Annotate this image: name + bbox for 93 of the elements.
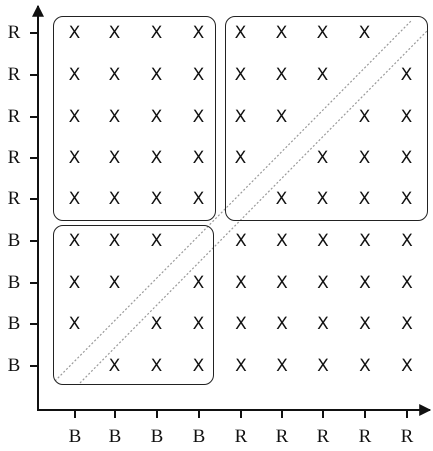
cross-mark: X: [276, 357, 288, 375]
cross-mark: X: [401, 357, 413, 375]
cross-mark: X: [234, 148, 246, 166]
cross-mark: X: [276, 108, 288, 126]
cross-mark: X: [192, 356, 204, 374]
cross-mark: X: [68, 24, 80, 42]
cross-mark: X: [68, 314, 80, 332]
cross-mark: X: [316, 148, 328, 166]
cross-mark: X: [234, 66, 246, 84]
cross-mark: X: [400, 148, 412, 166]
cross-mark: X: [359, 315, 371, 333]
cross-mark: X: [401, 315, 413, 333]
cross-mark: X: [192, 108, 204, 126]
axis-label: R: [8, 189, 20, 209]
cross-mark: X: [150, 66, 162, 84]
rounded-frame: [53, 225, 214, 385]
cross-mark: X: [317, 315, 329, 333]
cross-mark: X: [150, 108, 162, 126]
cross-mark: X: [234, 108, 246, 126]
cross-mark: X: [108, 148, 120, 166]
cross-mark: X: [150, 232, 162, 250]
rounded-frame: [225, 16, 428, 221]
cross-mark: X: [400, 190, 412, 208]
axis-label: B: [8, 231, 20, 251]
cross-mark: X: [400, 66, 412, 84]
cross-mark: X: [150, 314, 162, 332]
axis-label: R: [8, 148, 20, 168]
axis-label: B: [192, 427, 206, 447]
cross-mark: X: [108, 190, 120, 208]
cross-mark: X: [317, 274, 329, 292]
cross-mark: X: [316, 24, 328, 42]
cross-mark: X: [150, 24, 162, 42]
cross-mark: X: [401, 232, 413, 250]
axis-label: B: [108, 427, 122, 447]
cross-mark: X: [359, 232, 371, 250]
axis-label: R: [234, 427, 248, 447]
cross-mark: X: [400, 108, 412, 126]
cross-mark: X: [192, 314, 204, 332]
axis-label: B: [68, 427, 82, 447]
cross-mark: X: [150, 148, 162, 166]
axis-label: R: [358, 427, 372, 447]
cross-mark: X: [235, 232, 247, 250]
axis-label: R: [316, 427, 330, 447]
cross-mark: X: [192, 24, 204, 42]
cross-mark: X: [68, 274, 80, 292]
cross-mark: X: [108, 66, 120, 84]
cross-mark: X: [150, 356, 162, 374]
cross-mark: X: [192, 66, 204, 84]
cross-mark: X: [68, 66, 80, 84]
axis-label: B: [8, 273, 20, 293]
cross-mark: X: [276, 232, 288, 250]
cross-mark: X: [276, 66, 288, 84]
cross-mark: X: [68, 190, 80, 208]
cross-mark: X: [68, 232, 80, 250]
cross-mark: X: [150, 190, 162, 208]
cross-mark: X: [235, 315, 247, 333]
rounded-frame: [53, 16, 216, 221]
cross-mark: X: [276, 315, 288, 333]
axis-label: R: [400, 427, 414, 447]
cross-mark: X: [276, 274, 288, 292]
cross-mark: X: [276, 24, 288, 42]
cross-mark: X: [276, 190, 288, 208]
cross-mark: X: [108, 108, 120, 126]
cross-mark: X: [358, 24, 370, 42]
cross-mark: X: [358, 190, 370, 208]
cross-mark: X: [235, 357, 247, 375]
cross-mark: X: [192, 190, 204, 208]
cross-mark: X: [316, 66, 328, 84]
axis-label: B: [150, 427, 164, 447]
cross-mark: X: [108, 232, 120, 250]
cross-mark: X: [317, 357, 329, 375]
cross-mark: X: [68, 108, 80, 126]
cross-mark: X: [317, 232, 329, 250]
cross-mark: X: [108, 24, 120, 42]
axis-label: R: [8, 107, 20, 127]
cross-mark: X: [358, 108, 370, 126]
cross-mark: X: [192, 274, 204, 292]
axis-label: R: [8, 23, 20, 43]
cross-mark: X: [108, 274, 120, 292]
axis-label: B: [8, 356, 20, 376]
cross-mark: X: [359, 357, 371, 375]
cross-mark: X: [359, 274, 371, 292]
axis-label: R: [276, 427, 288, 447]
cross-mark: X: [108, 356, 120, 374]
cross-mark: X: [235, 274, 247, 292]
cross-mark: X: [234, 24, 246, 42]
cross-mark: X: [358, 148, 370, 166]
axis-label: B: [8, 314, 20, 334]
cross-mark: X: [316, 190, 328, 208]
cross-mark: X: [401, 274, 413, 292]
cross-mark: X: [192, 148, 204, 166]
cross-mark: X: [68, 148, 80, 166]
axis-label: R: [8, 65, 20, 85]
